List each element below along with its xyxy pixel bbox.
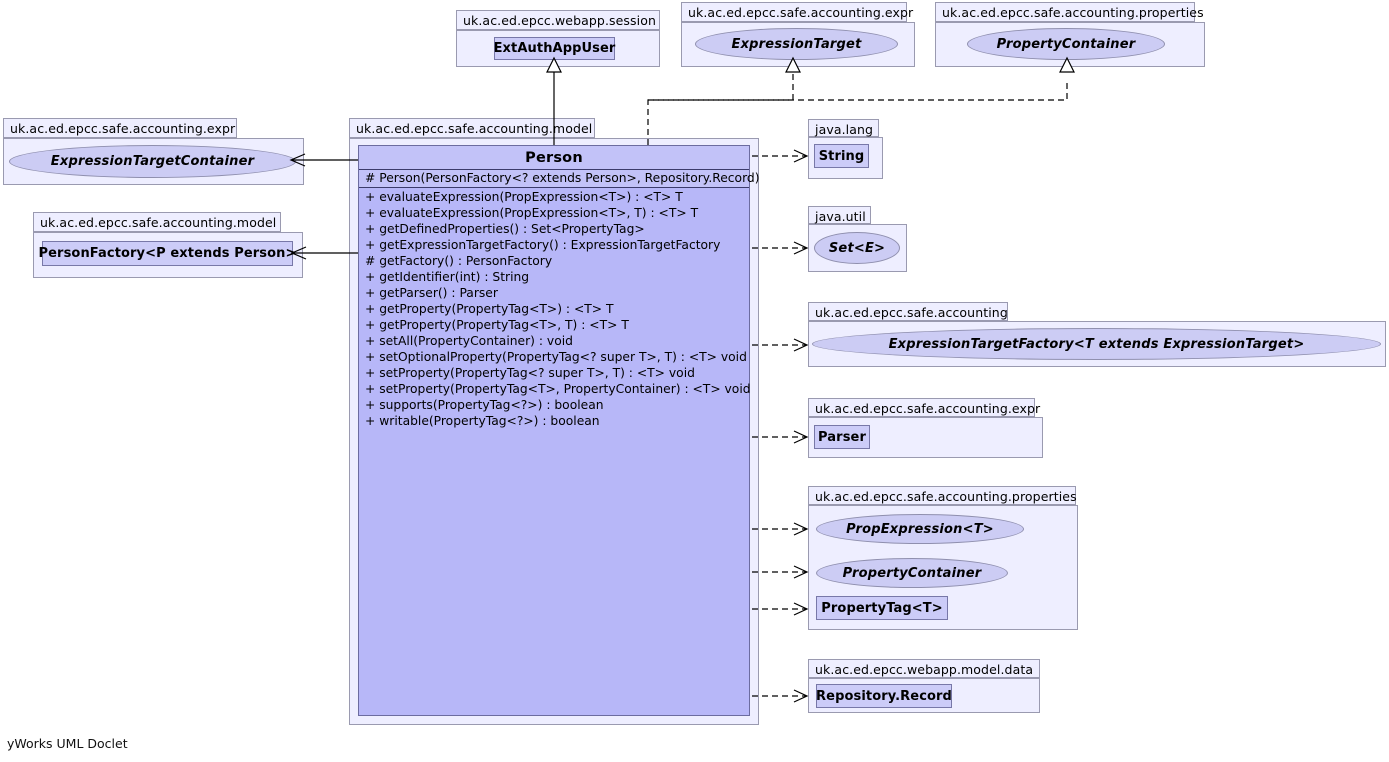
method-row: + getExpressionTargetFactory() : Express… [365, 238, 721, 252]
package-webapp-model-data: uk.ac.ed.epcc.webapp.model.data Reposito… [808, 659, 1040, 713]
edge-dependency-propertytag [752, 602, 809, 616]
method-row: + setOptionalProperty(PropertyTag<? supe… [365, 350, 747, 364]
package-label: uk.ac.ed.epcc.safe.accounting.properties [808, 486, 1077, 505]
edge-dependency-expressiontargetfactory [752, 338, 809, 352]
class-string[interactable]: String [814, 144, 869, 168]
package-label: uk.ac.ed.epcc.webapp.session [456, 10, 660, 30]
class-property-tag[interactable]: PropertyTag<T> [816, 596, 948, 620]
interface-expression-target-container[interactable]: ExpressionTargetContainer [9, 145, 296, 178]
method-row: + writable(PropertyTag<?>) : boolean [365, 414, 600, 428]
package-label: uk.ac.ed.epcc.safe.accounting.model [349, 118, 595, 138]
package-accounting-expr-left: uk.ac.ed.epcc.safe.accounting.expr Expre… [3, 118, 304, 185]
class-parser[interactable]: Parser [814, 425, 870, 449]
method-row: + getDefinedProperties() : Set<PropertyT… [365, 222, 645, 236]
method-row: + evaluateExpression(PropExpression<T>) … [365, 190, 683, 204]
interface-expression-target[interactable]: ExpressionTarget [695, 28, 898, 60]
interface-expression-target-factory[interactable]: ExpressionTargetFactory<T extends Expres… [812, 328, 1381, 360]
method-row: + setProperty(PropertyTag<? super T>, T)… [365, 366, 695, 380]
package-label: uk.ac.ed.epcc.safe.accounting.properties [935, 2, 1204, 22]
class-person-method-list: + evaluateExpression(PropExpression<T>) … [359, 188, 751, 429]
class-person-constructor: # Person(PersonFactory<? extends Person>… [359, 170, 760, 188]
package-java-util: java.util Set<E> [808, 206, 907, 272]
edge-dependency-repositoryrecord [752, 689, 809, 703]
edge-dependency-propexpression [752, 522, 809, 536]
package-label: uk.ac.ed.epcc.safe.accounting [808, 302, 1008, 321]
method-row: + evaluateExpression(PropExpression<T>, … [365, 206, 699, 220]
package-accounting-expr-right: uk.ac.ed.epcc.safe.accounting.expr Parse… [808, 398, 1043, 458]
edge-dependency-set [752, 241, 809, 255]
package-accounting-model-left: uk.ac.ed.epcc.safe.accounting.model Pers… [33, 212, 303, 278]
method-row: + setProperty(PropertyTag<T>, PropertyCo… [365, 382, 751, 396]
package-accounting-properties-top: uk.ac.ed.epcc.safe.accounting.properties… [935, 2, 1205, 67]
package-webapp-session: uk.ac.ed.epcc.webapp.session ExtAuthAppU… [456, 10, 660, 67]
tool-credit: yWorks UML Doclet [7, 736, 128, 751]
package-label: uk.ac.ed.epcc.safe.accounting.expr [808, 398, 1040, 417]
package-java-lang: java.lang String [808, 119, 883, 179]
package-label: uk.ac.ed.epcc.webapp.model.data [808, 659, 1040, 678]
class-person[interactable]: Person # Person(PersonFactory<? extends … [358, 145, 760, 716]
package-accounting: uk.ac.ed.epcc.safe.accounting Expression… [808, 302, 1386, 367]
method-row: + supports(PropertyTag<?>) : boolean [365, 398, 604, 412]
package-label: java.util [808, 206, 871, 224]
package-label: uk.ac.ed.epcc.safe.accounting.expr [3, 118, 237, 138]
package-label: uk.ac.ed.epcc.safe.accounting.model [33, 212, 281, 232]
package-accounting-expr-top: uk.ac.ed.epcc.safe.accounting.expr Expre… [681, 2, 915, 67]
edge-dependency-propertycontainer-right [752, 565, 809, 579]
method-row: + getProperty(PropertyTag<T>, T) : <T> T [365, 318, 629, 332]
interface-property-container-right[interactable]: PropertyContainer [816, 558, 1008, 588]
edge-dependency-string [752, 149, 809, 163]
package-label: java.lang [808, 119, 879, 137]
interface-property-container-top[interactable]: PropertyContainer [967, 28, 1165, 60]
method-row: + setAll(PropertyContainer) : void [365, 334, 573, 348]
class-ext-auth-app-user[interactable]: ExtAuthAppUser [494, 37, 615, 60]
method-row: + getParser() : Parser [365, 286, 498, 300]
method-row: + getIdentifier(int) : String [365, 270, 530, 284]
interface-prop-expression[interactable]: PropExpression<T> [816, 514, 1024, 544]
class-person-title: Person [359, 146, 749, 170]
method-row: # getFactory() : PersonFactory [365, 254, 553, 268]
class-repository-record[interactable]: Repository.Record [816, 684, 952, 708]
edge-dependency-parser [752, 430, 809, 444]
package-accounting-properties-right: uk.ac.ed.epcc.safe.accounting.properties… [808, 486, 1078, 630]
class-person-factory[interactable]: PersonFactory<P extends Person> [39, 241, 296, 266]
package-accounting-model-main: uk.ac.ed.epcc.safe.accounting.model Pers… [349, 118, 760, 725]
interface-set[interactable]: Set<E> [814, 232, 900, 264]
method-row: + getProperty(PropertyTag<T>) : <T> T [365, 302, 614, 316]
package-label: uk.ac.ed.epcc.safe.accounting.expr [681, 2, 913, 22]
